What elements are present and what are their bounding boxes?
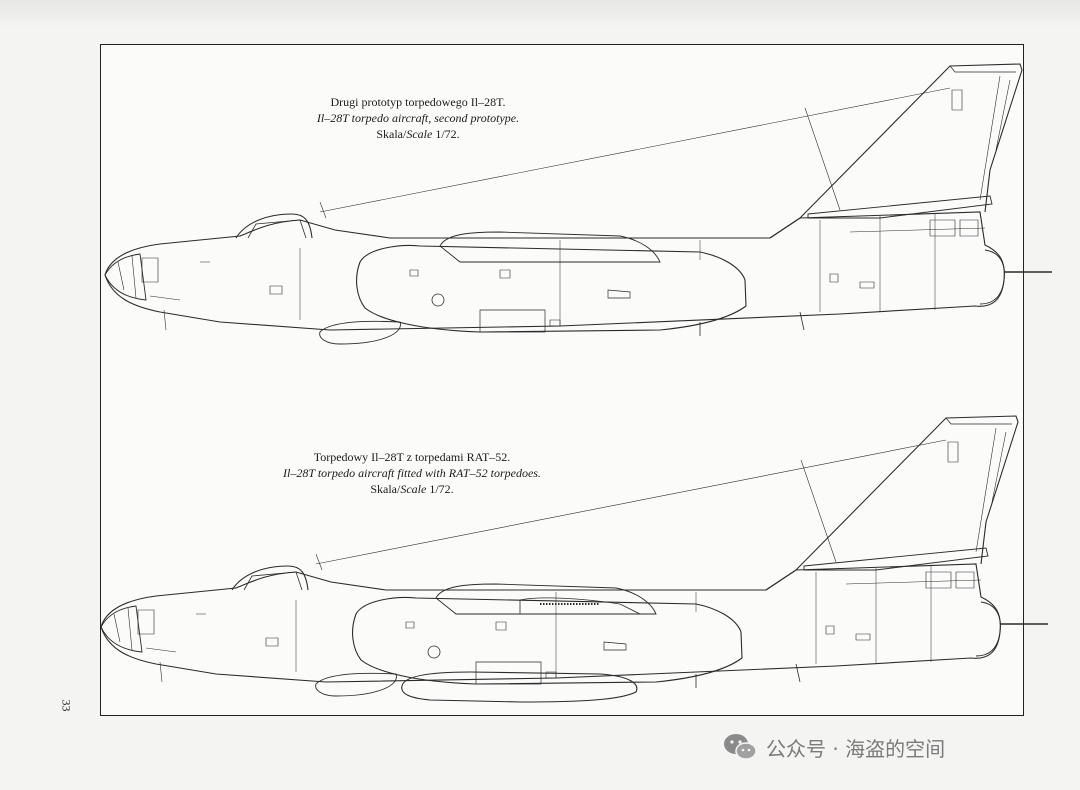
page-number: 33 (59, 699, 74, 712)
caption-polish: Drugi prototyp torpedowego Il–28T. (330, 95, 506, 109)
wechat-icon (724, 734, 757, 760)
page-top-edge (0, 0, 1080, 28)
torpedo-upper-fairing (519, 597, 641, 615)
caption-drawing-2: Torpedowy Il–28T z torpedami RAT–52. Il–… (262, 449, 562, 497)
watermark: 公众号 · 海盗的空间 (722, 730, 945, 764)
aircraft-drawing-bottom (100, 415, 1049, 703)
watermark-text: 公众号 · 海盗的空间 (766, 736, 946, 761)
torpedo (401, 671, 638, 703)
caption-scale: Skala/Scale 1/72. (370, 482, 454, 496)
caption-polish: Torpedowy Il–28T z torpedami RAT–52. (313, 450, 511, 464)
caption-scale: Skala/Scale 1/72. (376, 127, 460, 141)
caption-drawing-1: Drugi prototyp torpedowego Il–28T. Il–28… (268, 94, 568, 142)
caption-english: Il–28T torpedo aircraft, second prototyp… (316, 111, 520, 125)
aircraft-drawing-top (104, 63, 1053, 345)
caption-english: Il–28T torpedo aircraft fitted with RAT–… (283, 466, 541, 480)
